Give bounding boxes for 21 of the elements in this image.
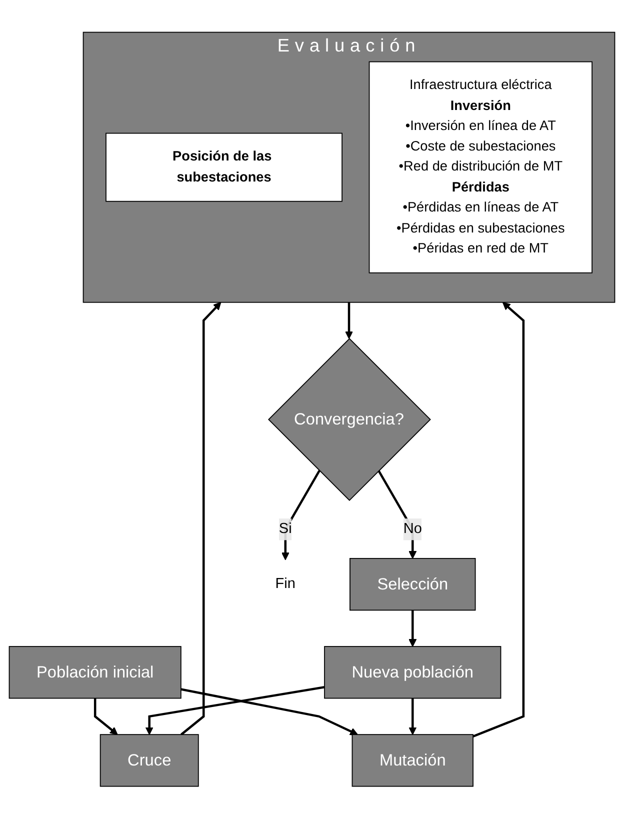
arrow bbox=[408, 610, 417, 648]
arrow bbox=[408, 698, 417, 736]
arrow bbox=[180, 688, 358, 736]
arrow bbox=[345, 302, 353, 340]
arrow bbox=[180, 302, 222, 736]
arrow bbox=[145, 686, 325, 736]
node-text: Fin bbox=[275, 576, 296, 592]
node-box: Infraestructura eléctrica Inversión •Inversión en línea de AT •Coste de subestaciones •Red de distribución de MT Pérdidas •Pérdidas en líneas de AT •Pérdidas en subestaciones •Péridas en red de MT bbox=[368, 62, 592, 274]
node-box: Población inicial bbox=[8, 646, 182, 699]
node-box: Mutación bbox=[352, 734, 474, 787]
arrow bbox=[94, 698, 118, 736]
edge-label: Si bbox=[278, 521, 292, 537]
node-box: Cruce bbox=[100, 734, 199, 787]
node-box: Nueva población bbox=[324, 646, 502, 699]
node-diamond: Convergencia? bbox=[268, 338, 431, 502]
node-box: Posición de las subestaciones bbox=[106, 133, 342, 202]
node-box: Selección bbox=[350, 558, 476, 611]
arrow bbox=[472, 302, 525, 738]
edge-label: No bbox=[403, 521, 422, 537]
arrow bbox=[378, 470, 417, 559]
arrow bbox=[281, 470, 320, 560]
